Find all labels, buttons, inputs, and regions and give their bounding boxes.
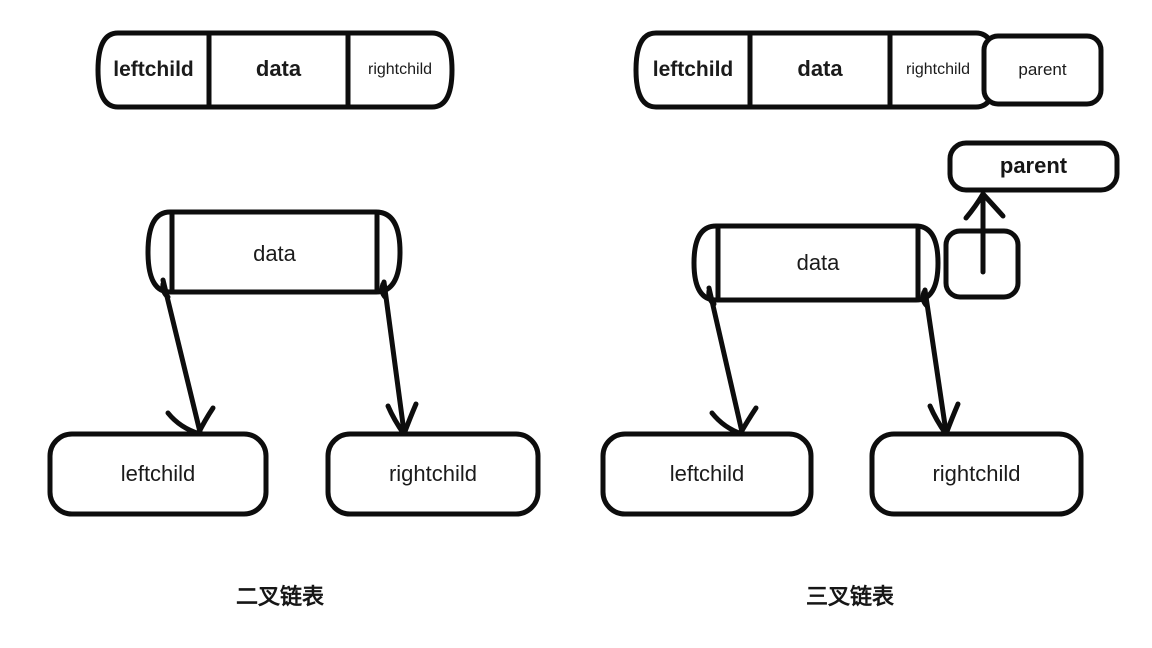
right-edge-to-parent (963, 191, 1006, 275)
right-edge-to-leftchild (706, 285, 759, 437)
left-rightchild-box (325, 431, 541, 517)
right-leftchild-box (600, 431, 814, 517)
left-leftchild-label: leftchild (120, 461, 196, 486)
left-record-cell-rightchild-label: rightchild (367, 61, 433, 78)
left-root-node (145, 209, 403, 295)
right-parent-box (947, 140, 1120, 193)
left-record-node (95, 30, 455, 110)
right-record-node (633, 30, 1104, 110)
left-record-cell-data-label: data (255, 56, 302, 81)
right-record-cell-leftchild-label: leftchild (652, 58, 734, 81)
left-edge-to-leftchild (160, 277, 216, 437)
left-root-label: data (253, 241, 296, 266)
left-edge-to-rightchild (379, 279, 419, 437)
right-record-cell-parent-label: parent (1018, 60, 1067, 79)
right-leftchild-label: leftchild (669, 461, 745, 486)
left-leftchild-box (47, 431, 269, 517)
right-record-parent-cell (981, 33, 1104, 107)
right-edge-to-rightchild (920, 287, 961, 437)
right-record-cell-data-label: data (797, 56, 843, 81)
right-parent-label: parent (999, 153, 1068, 178)
right-panel-caption: 三叉链表 (805, 584, 894, 609)
right-rightchild-box (869, 431, 1084, 517)
left-rightchild-label: rightchild (388, 461, 478, 486)
left-panel-caption: 二叉链表 (235, 584, 324, 609)
right-root-label: data (796, 250, 840, 275)
right-record-cell-rightchild-label: rightchild (905, 61, 971, 78)
left-record-cell-leftchild-label: leftchild (113, 58, 194, 81)
right-rightchild-label: rightchild (932, 461, 1021, 486)
